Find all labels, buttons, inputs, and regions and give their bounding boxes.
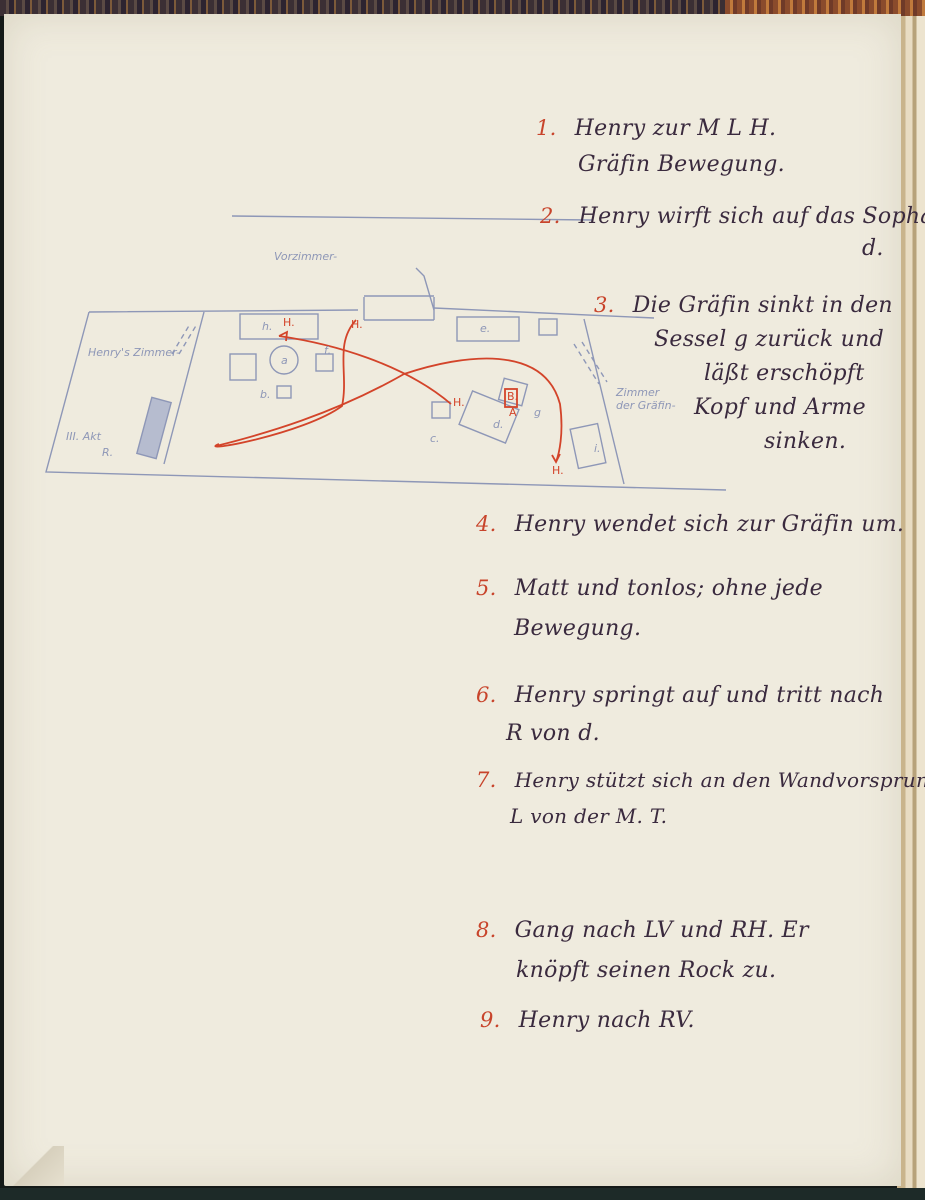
diagram-stove (135, 396, 173, 460)
diagram-wall-line (231, 215, 593, 221)
note-line: Henry zur M L H. (574, 116, 777, 141)
book-bottom-edge (0, 1188, 925, 1200)
diagram-door-swing (415, 267, 435, 311)
note-2: 2. Henry wirft sich auf das Sopha d. (540, 200, 925, 265)
label-piece-f: f. (324, 344, 332, 357)
label-henrys-zimmer: Henry's Zimmer- (88, 346, 180, 359)
label-piece-d: d. (493, 418, 504, 431)
diagram-chair-c (431, 401, 451, 419)
label-r: R. (102, 446, 114, 459)
note-number: 8. (476, 918, 497, 942)
diagram-chair-2 (315, 353, 334, 372)
note-7: 7. Henry stützt sich an den Wandvorsprung… (476, 762, 925, 834)
diagram-right-door (573, 341, 608, 385)
diagram-chair-g (497, 377, 529, 407)
movement-path-2 (215, 357, 563, 463)
diagram-left-wall (163, 311, 205, 465)
diagram-back-wall (88, 307, 655, 319)
diagram-floor-line (45, 311, 727, 491)
note-line: Gräfin Bewegung. (578, 152, 785, 177)
note-number: 4. (476, 512, 497, 536)
marker-h-1: H. (283, 316, 295, 329)
diagram-chair-b (276, 385, 292, 399)
note-number: 7. (476, 768, 497, 792)
diagram-left-door (171, 323, 198, 355)
note-number: 9. (480, 1008, 501, 1032)
note-number: 5. (476, 576, 497, 600)
note-9: 9. Henry nach RV. (480, 1008, 695, 1033)
note-line: Bewegung. (514, 616, 642, 641)
label-piece-b: b. (260, 388, 271, 401)
note-number: 1. (536, 116, 557, 140)
movement-path-1 (214, 319, 357, 448)
label-piece-i: i. (594, 442, 601, 455)
diagram-furniture-h (239, 313, 319, 340)
label-piece-a: a (281, 354, 288, 367)
marker-h-2: H. (351, 318, 363, 331)
note-line: R von d. (506, 721, 600, 746)
diagram-furniture-e (456, 316, 520, 342)
label-vorzimmer: Vorzimmer- (274, 250, 338, 263)
note-line: Henry nach RV. (518, 1008, 695, 1033)
note-line: Kopf und Arme (694, 395, 866, 420)
notebook-page: Vorzimmer- Henry's Zimmer- Zimmer der Gr… (4, 14, 925, 1186)
note-5: 5. Matt und tonlos; ohne jede Bewegung. (476, 568, 823, 649)
label-piece-h: h. (262, 320, 273, 333)
note-line: Henry wendet sich zur Gräfin um. (514, 512, 905, 537)
diagram-chair-1 (229, 353, 257, 381)
note-line: Gang nach LV und RH. Er (514, 918, 809, 943)
note-line: Matt und tonlos; ohne jede (514, 576, 823, 601)
note-line: sinken. (764, 429, 847, 454)
note-line: Henry springt auf und tritt nach (514, 683, 885, 708)
label-zimmer-graefin: Zimmer der Gräfin- (616, 386, 676, 412)
label-akt: III. Akt (66, 430, 101, 443)
book-top-corner (725, 0, 925, 16)
diagram-door (363, 295, 435, 321)
stage-diagram (45, 215, 727, 491)
book-page-edges (897, 16, 925, 1188)
note-line: Henry stützt sich an den Wandvorsprung (514, 768, 925, 792)
note-line: L von der M. T. (510, 804, 668, 828)
diagram-right-wall (583, 318, 625, 485)
diagram-table-a (269, 345, 299, 375)
marker-h-4: H. (552, 464, 564, 477)
diagram-furniture-small (538, 318, 558, 336)
note-number: 2. (540, 204, 561, 228)
movement-arrowhead (551, 453, 561, 464)
note-line: Sessel g zurück und (654, 327, 885, 352)
book-top-edge (0, 0, 925, 16)
note-3: 3. Die Gräfin sinkt in den Sessel g zurüc… (594, 288, 893, 459)
note-line: knöpft seinen Rock zu. (516, 958, 777, 983)
note-line: läßt erschöpft (704, 361, 865, 386)
note-1: 1. Henry zur M L H. Gräfin Bewegung. (536, 110, 785, 183)
movement-arrowhead-2 (278, 330, 289, 342)
note-4: 4. Henry wendet sich zur Gräfin um. (476, 512, 904, 537)
marker-a: A (509, 406, 517, 419)
note-number: 6. (476, 683, 497, 707)
note-line: Die Gräfin sinkt in den (632, 293, 893, 318)
marker-h-3: H. (453, 396, 465, 409)
label-piece-c: c. (430, 432, 440, 445)
diagram-sofa-d (458, 390, 520, 444)
red-marker-b (504, 388, 518, 408)
marker-b: B. (507, 390, 519, 403)
label-piece-e: e. (480, 322, 491, 335)
note-number: 3. (594, 293, 615, 317)
note-line: d. (862, 236, 884, 261)
label-piece-g: g (534, 406, 541, 419)
note-6: 6. Henry springt auf und tritt nach R von… (476, 676, 884, 753)
diagram-bed-i (569, 422, 607, 470)
note-8: 8. Gang nach LV und RH. Er knöpft seinen … (476, 910, 809, 991)
movement-path-3 (278, 335, 452, 405)
page-fold (4, 1146, 64, 1186)
note-line: Henry wirft sich auf das Sopha (578, 204, 925, 229)
